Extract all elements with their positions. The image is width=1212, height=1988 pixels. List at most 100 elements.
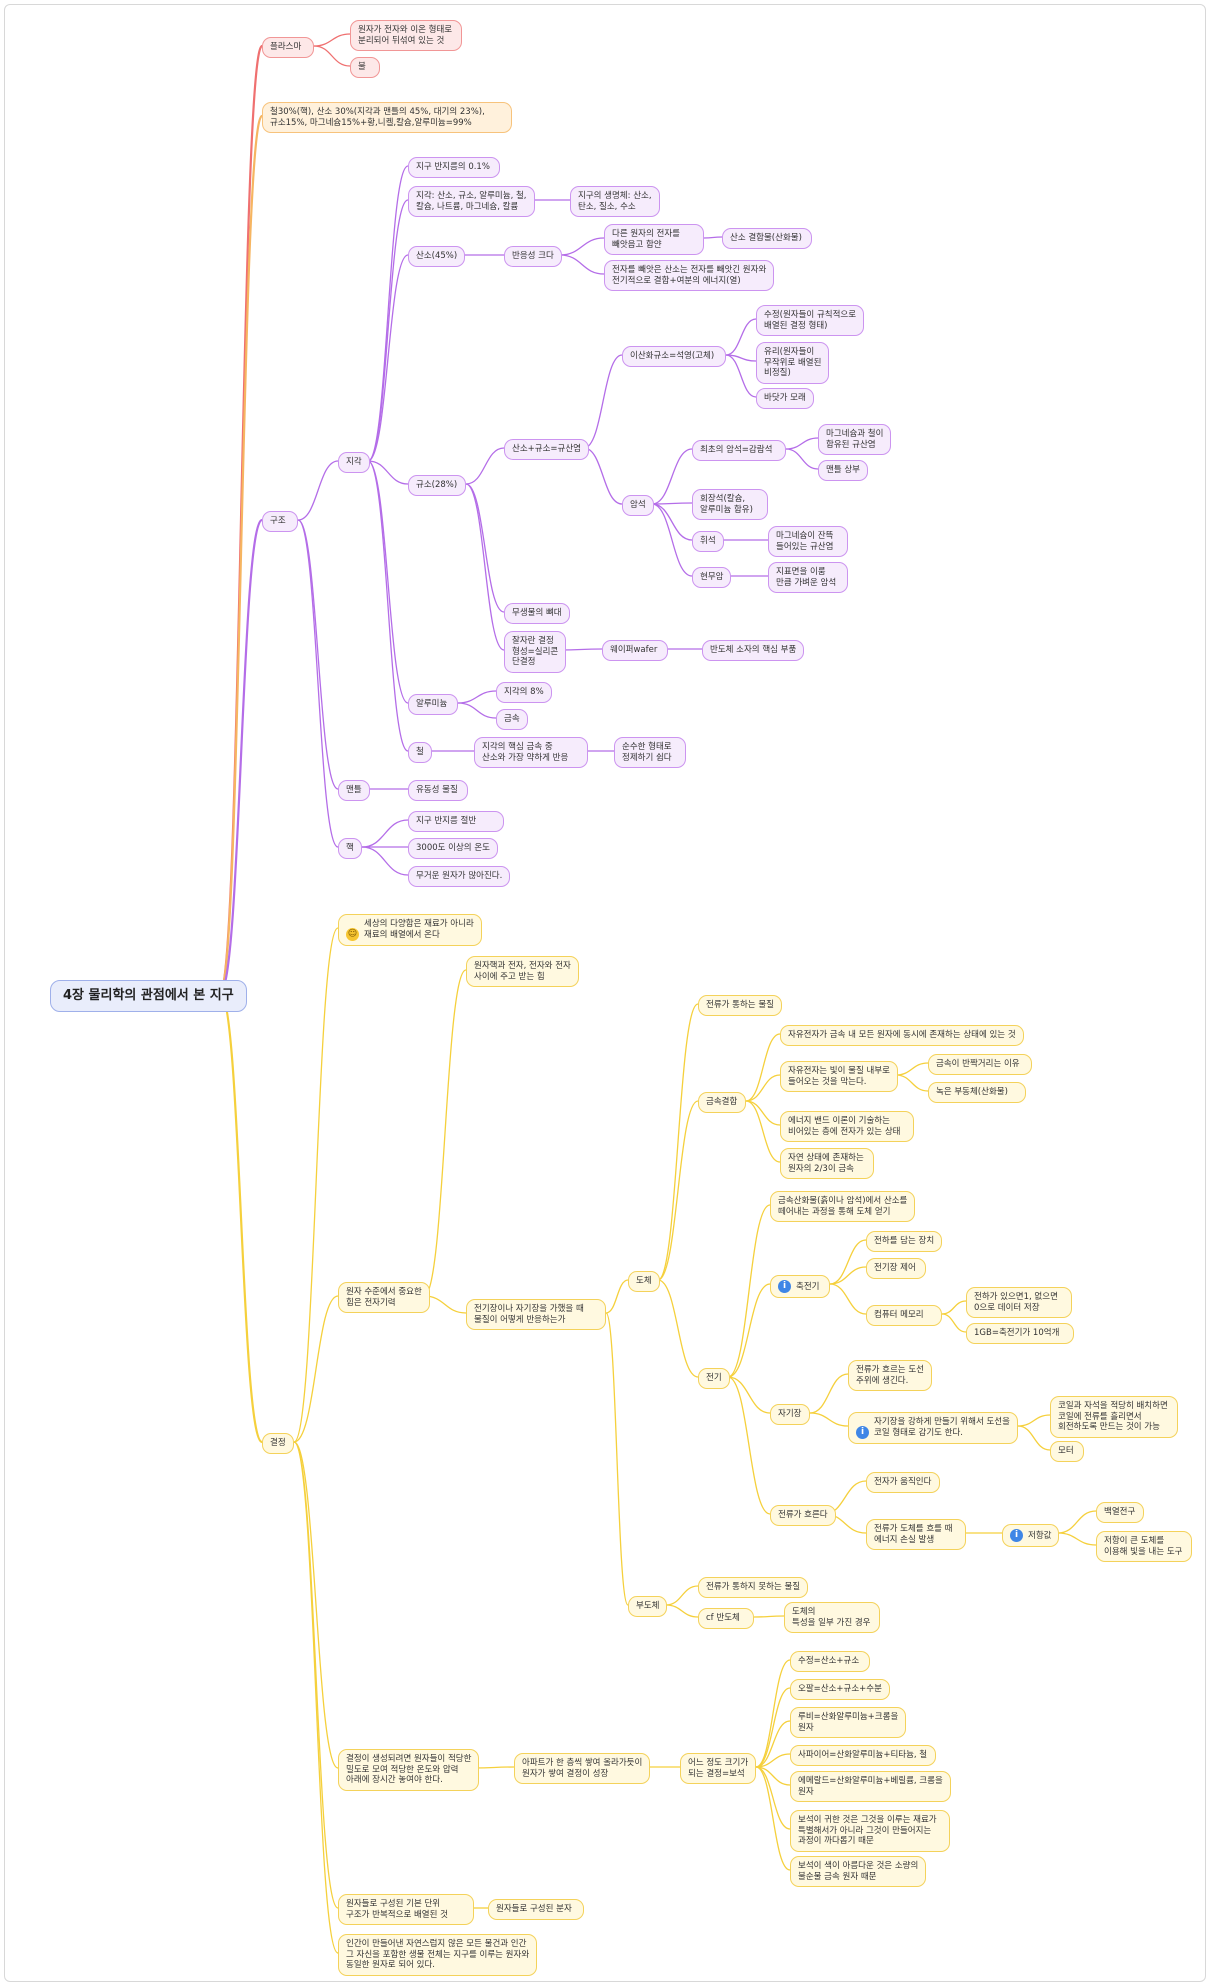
topic-first-rock[interactable]: 최초의 암석=감람석 [692, 440, 786, 461]
topic-crystal[interactable]: 잘자란 결정 형성=실리콘 단결정 [504, 631, 567, 673]
topic-gem-6[interactable]: 보석이 귀한 것은 그것을 이루는 재료가 특별해서가 아니라 그것이 만들어지… [790, 1810, 950, 1852]
topic-unit[interactable]: 원자들로 구성된 기본 단위 구조가 반복적으로 배열된 것 [338, 1894, 474, 1926]
topic-em-2[interactable]: 전기장이나 자기장을 가했을 때 물질이 어떻게 반응하는가 [466, 1299, 606, 1331]
topic-cap-1[interactable]: 전하를 담는 장치 [866, 1231, 943, 1252]
topic-gem-3[interactable]: 루비=산화알루미늄+크롬을 원자 [790, 1707, 907, 1739]
topic-cur-2[interactable]: 전류가 도체를 흐를 때 에너지 손실 발생 [866, 1519, 966, 1551]
topic-mag-2b[interactable]: 모터 [1050, 1441, 1084, 1462]
topic-si-o[interactable]: 산소+규소=규산염 [504, 439, 589, 460]
topic-gem-7[interactable]: 보석이 색이 아름다운 것은 소량의 불순물 금속 원자 때문 [790, 1856, 927, 1888]
topic-growth-1[interactable]: 아파트가 한 층씩 쌓여 올라가듯이 원자가 쌓여 결정이 성장 [514, 1753, 651, 1785]
topic-growth[interactable]: 결정이 생성되려면 원자들이 적당한 밀도로 모여 적당한 온도와 압력 아래에… [338, 1749, 480, 1791]
topic-wafer-1[interactable]: 반도체 소자의 핵심 부품 [702, 640, 805, 661]
topic-current[interactable]: 전류가 흐른다 [770, 1505, 836, 1526]
connector-mag-2-to-mag-2a [1017, 1414, 1051, 1427]
topic-al-2[interactable]: 금속 [496, 709, 528, 730]
topic-ins-2[interactable]: cf 반도체 [698, 1608, 754, 1629]
topic-gem-2[interactable]: 오팔=산소+규소+수분 [790, 1679, 890, 1700]
topic-memory[interactable]: 컴퓨터 메모리 [866, 1305, 942, 1326]
topic-electricity[interactable]: 전기 [698, 1368, 730, 1389]
topic-oxygen-r1[interactable]: 다른 원자의 전자를 빼앗음고 함얀 [604, 224, 704, 256]
topic-oxygen-r[interactable]: 반응성 크다 [504, 246, 562, 267]
topic-mb-2[interactable]: 자유전자는 빛이 물질 내부로 들어오는 것을 막는다. [780, 1061, 898, 1093]
topic-feldspar[interactable]: 회장석(칼슘, 알루미늄 함유) [692, 489, 768, 521]
topic-label: 녹은 부동체(산화물) [936, 1087, 1008, 1097]
topic-oxygen-r1a[interactable]: 산소 결합물(산화물) [722, 228, 812, 249]
topic-sand[interactable]: 바닷가 모래 [756, 388, 814, 409]
topic-core-2[interactable]: 3000도 이상의 온도 [408, 838, 498, 859]
topic-res-1[interactable]: 백열전구 [1096, 1502, 1144, 1523]
topic-cap-2[interactable]: 전기장 제어 [866, 1258, 926, 1279]
topic-inorganic[interactable]: 무생물의 뼈대 [504, 603, 570, 624]
topic-quartz[interactable]: 수정(원자들이 규칙적으로 배열된 결정 형태) [756, 305, 865, 337]
topic-gem-1[interactable]: 수정=산소+규소 [790, 1651, 870, 1672]
topic-pyroxene[interactable]: 휘석 [692, 531, 724, 552]
topic-aluminum[interactable]: 알루미늄 [408, 694, 458, 715]
topic-oxygen-r2[interactable]: 전자를 빼앗은 산소는 전자를 빼앗긴 원자와 전기적으로 결합+여분의 에너지… [604, 260, 775, 292]
topic-human[interactable]: 인간이 만들어낸 자연스럽지 않은 모든 물건과 인간 그 자신을 포함한 생물… [338, 1934, 538, 1976]
topic-glass[interactable]: 유리(원자들이 무작위로 배열된 비정질) [756, 342, 830, 384]
topic-wafer[interactable]: 웨이퍼wafer [602, 640, 668, 661]
topic-c-1[interactable]: 전류가 통하는 물질 [698, 995, 782, 1016]
topic-silicon[interactable]: 규소(28%) [408, 475, 466, 496]
topic-res-2[interactable]: 저항이 큰 도체를 이용해 빛을 내는 도구 [1096, 1531, 1192, 1563]
topic-core-1[interactable]: 지구 반지름 절반 [408, 811, 504, 832]
topic-iron[interactable]: 철 [408, 742, 432, 763]
topic-cur-1[interactable]: 전자가 움직인다 [866, 1472, 940, 1493]
topic-gem-5[interactable]: 에메랄드=산화알루미늄+베릴륨, 크롬을 원자 [790, 1771, 951, 1803]
topic-el-0[interactable]: 금속산화물(흙이나 암석)에서 산소를 떼어내는 과정을 통해 도체 얻기 [770, 1191, 916, 1223]
topic-mantle[interactable]: 맨틀 [338, 780, 370, 801]
topic-mag-2[interactable]: i자기장을 강하게 만들기 위해서 도선을 코일 형태로 감기도 한다. [848, 1412, 1018, 1444]
topic-crust[interactable]: 지각 [338, 452, 370, 473]
topic-crust-2[interactable]: 지각: 산소, 규소, 알루미늄, 철, 칼슘, 나트륨, 마그네슘, 칼륨 [408, 186, 535, 218]
topic-core-3[interactable]: 무거운 원자가 많아진다. [408, 866, 511, 887]
topic-unit-1[interactable]: 원자들로 구성된 분자 [488, 1899, 584, 1920]
topic-mb-3[interactable]: 에너지 밴드 이론이 기술하는 비어있는 층에 전자가 있는 상태 [780, 1111, 914, 1143]
topic-plasma-2[interactable]: 불 [350, 57, 380, 78]
topic-composition[interactable]: 철30%(핵), 산소 30%(지각과 맨틀의 45%, 대기의 23%), 규… [262, 102, 512, 134]
topic-label: 사파이어=산화알루미늄+티타늄, 철 [798, 1750, 928, 1760]
topic-mb-4[interactable]: 자연 상태에 존재하는 원자의 2/3이 금속 [780, 1148, 874, 1180]
topic-mb-1[interactable]: 자유전자가 금속 내 모든 원자에 동시에 존재하는 상태에 있는 것 [780, 1025, 1024, 1046]
topic-plasma-1[interactable]: 원자가 전자와 이온 형태로 분리되어 뒤섞여 있는 것 [350, 20, 462, 52]
topic-iron-1[interactable]: 지각의 핵심 금속 중 산소와 가장 약하게 반응 [474, 737, 588, 769]
topic-crust-2a[interactable]: 지구의 생명체: 산소, 탄소, 질소, 수소 [570, 186, 660, 218]
topic-iron-1a[interactable]: 순수한 형태로 정제하기 쉽다 [614, 737, 686, 769]
topic-first-rock-1[interactable]: 마그네슘과 철이 함유된 규산염 [818, 424, 892, 456]
topic-rock[interactable]: 암석 [622, 495, 654, 516]
topic-oxygen[interactable]: 산소(45%) [408, 246, 466, 267]
topic-gem[interactable]: 어느 정도 크기가 되는 결정=보석 [680, 1753, 757, 1785]
topic-gem-4[interactable]: 사파이어=산화알루미늄+티타늄, 철 [790, 1745, 936, 1766]
topic-diversity[interactable]: ☺세상의 다양함은 재료가 아니라 재료의 배열에서 온다 [338, 914, 482, 946]
topic-basalt[interactable]: 현무암 [692, 567, 732, 588]
topic-label: 암석 [630, 500, 646, 510]
topic-conductor[interactable]: 도체 [628, 1271, 660, 1292]
topic-plasma[interactable]: 플라스마 [262, 37, 314, 58]
topic-em[interactable]: 원자 수준에서 중요한 힘은 전자기력 [338, 1282, 430, 1314]
topic-pyroxene-1[interactable]: 마그네슘이 잔뜩 들어있는 규산염 [768, 526, 848, 558]
topic-mb-2a[interactable]: 금속이 반짝거리는 이유 [928, 1054, 1032, 1075]
topic-basalt-1[interactable]: 지표면을 이룸 만큼 가벼운 암석 [768, 562, 848, 594]
topic-structure[interactable]: 구조 [262, 511, 298, 532]
topic-core[interactable]: 핵 [338, 838, 362, 859]
topic-silica[interactable]: 이산화규소=석영(고체) [622, 346, 726, 367]
topic-mantle-1[interactable]: 유동성 물질 [408, 780, 468, 801]
topic-mb-2b[interactable]: 녹은 부동체(산화물) [928, 1082, 1026, 1103]
topic-metal-bond[interactable]: 금속결합 [698, 1092, 746, 1113]
topic-ins-1[interactable]: 전류가 통하지 못하는 물질 [698, 1577, 809, 1598]
topic-first-rock-2[interactable]: 맨틀 상부 [818, 460, 868, 481]
topic-mem-2[interactable]: 1GB=축전기가 10억개 [966, 1323, 1074, 1344]
topic-mem-1[interactable]: 전하가 있으면1, 없으면 0으로 데이터 저장 [966, 1287, 1072, 1319]
topic-mag-1[interactable]: 전류가 흐르는 도선 주위에 생긴다. [848, 1360, 932, 1392]
root-topic[interactable]: 4장 물리학의 관점에서 본 지구 [50, 980, 247, 1013]
topic-crystal-top[interactable]: 결정 [262, 1433, 294, 1454]
topic-al-1[interactable]: 지각의 8% [496, 682, 552, 703]
topic-ins-2a[interactable]: 도체의 특성을 일부 가진 경우 [784, 1602, 880, 1634]
topic-insulator[interactable]: 부도체 [628, 1596, 668, 1617]
topic-crust-1[interactable]: 지구 반지름의 0.1% [408, 157, 500, 178]
topic-mag-2a[interactable]: 코일과 자석을 적당히 배치하면 코일에 전류를 흘리면서 회전하도록 만드는 … [1050, 1396, 1178, 1438]
topic-magnetic[interactable]: 자기장 [770, 1404, 810, 1425]
topic-em-1[interactable]: 원자핵과 전자, 전자와 전자 사이에 주고 받는 힘 [466, 956, 579, 988]
